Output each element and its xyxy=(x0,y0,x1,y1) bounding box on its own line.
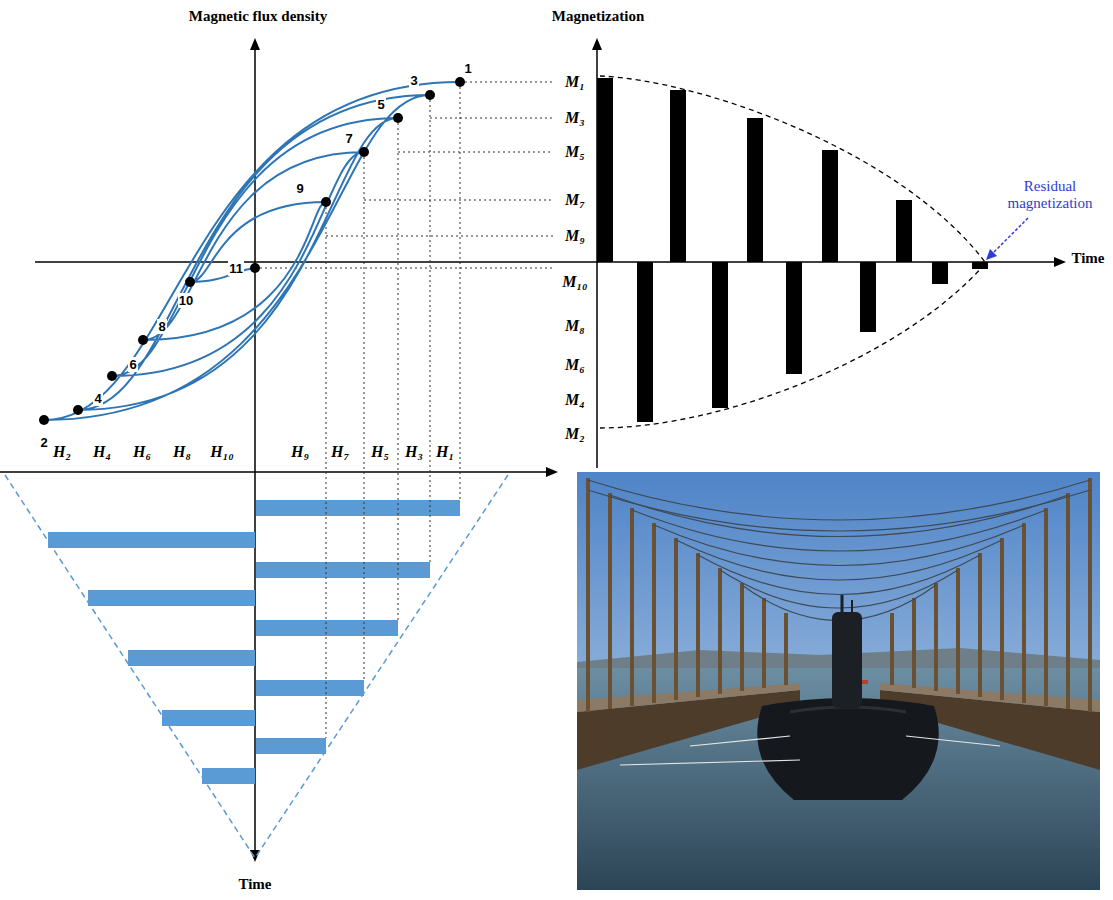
axis-title: Magnetic flux density xyxy=(188,8,328,25)
field-label: H₆ xyxy=(132,443,152,461)
field-bars xyxy=(48,500,460,784)
curve-points xyxy=(39,77,465,425)
hysteresis-curve xyxy=(44,82,460,420)
magnetization-label: M₅ xyxy=(564,143,586,161)
magnetization-label: M₇ xyxy=(564,191,586,209)
magnetization-bars xyxy=(597,78,988,422)
field-label: H₄ xyxy=(92,443,112,461)
magnetization-label: M₃ xyxy=(564,109,586,127)
point-number: 10 xyxy=(178,293,194,308)
magnetization-label: M₁₀ xyxy=(561,273,588,291)
axes xyxy=(0,48,1056,852)
point-number: 5 xyxy=(376,97,385,112)
field-label: H₃ xyxy=(404,443,424,461)
point-number: 1 xyxy=(463,61,472,76)
magnetization-envelope xyxy=(600,76,985,428)
field-label: H₁₀ xyxy=(209,443,235,461)
field-label: H₅ xyxy=(370,443,390,461)
field-label: H₈ xyxy=(172,443,192,461)
point-number: 11 xyxy=(228,261,244,276)
field-label: H₁ xyxy=(435,443,455,461)
magnetization-label: M₂ xyxy=(564,425,586,443)
field-label: H₉ xyxy=(290,443,310,461)
axis-title: Time xyxy=(237,876,272,893)
residual-leader xyxy=(986,218,1028,260)
magnetization-label: M₈ xyxy=(564,317,586,335)
field-label: H₇ xyxy=(330,443,350,461)
point-number: 3 xyxy=(409,73,418,88)
field-label: H₂ xyxy=(52,443,72,461)
field-envelope xyxy=(5,475,508,858)
residual-note: Residual magnetization xyxy=(993,178,1107,212)
axis-title: Magnetization xyxy=(551,8,645,25)
point-number: 8 xyxy=(157,319,166,334)
magnetization-label: M₁ xyxy=(564,73,586,91)
point-number: 9 xyxy=(295,181,304,196)
magnetization-label: M₉ xyxy=(564,227,586,245)
point-number: 2 xyxy=(39,435,48,450)
point-number: 6 xyxy=(128,357,137,372)
point-number: 7 xyxy=(344,131,353,146)
guide-lines xyxy=(255,82,553,738)
submarine-photo xyxy=(577,472,1100,890)
magnetization-label: M₄ xyxy=(564,391,586,409)
axis-title: Time xyxy=(1070,250,1105,267)
magnetization-label: M₆ xyxy=(564,356,586,374)
point-number: 4 xyxy=(93,391,102,406)
